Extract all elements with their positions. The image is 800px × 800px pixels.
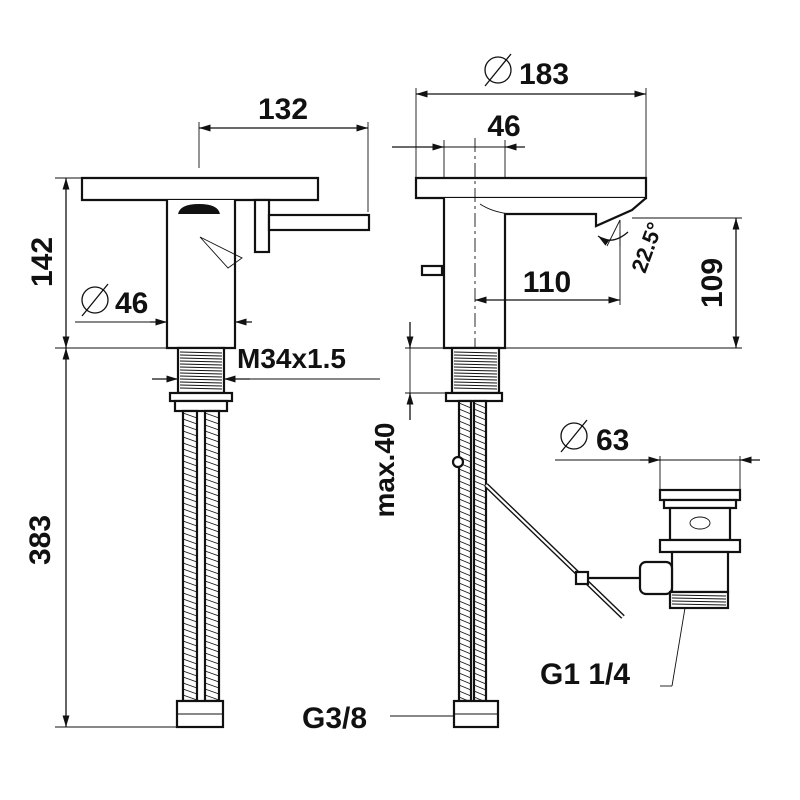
dim-thread: M34x1.5 [237, 343, 346, 374]
dim-rosette-diameter: 183 [519, 58, 569, 91]
diameter-icon [81, 286, 109, 314]
front-top-plate [414, 176, 648, 200]
dim-spout-angle: 22.5° [626, 219, 667, 276]
angle-arc [597, 231, 629, 246]
front-hoses [457, 399, 488, 703]
dim-body-diameter-side: 46 [115, 287, 148, 320]
side-washer [173, 399, 229, 413]
side-lever-stem [253, 198, 271, 254]
side-cartridge [178, 204, 220, 214]
dim-outlet-height: 109 [696, 258, 729, 308]
side-nut [168, 391, 234, 403]
front-spout-curve [479, 203, 511, 215]
dim-waste-thread: G1 1/4 [540, 658, 630, 691]
dim-spout-reach: 132 [258, 93, 308, 126]
side-top-plate [80, 176, 320, 202]
waste-fitting [638, 488, 742, 610]
front-knob [420, 264, 444, 277]
dim-body-diameter-front: 46 [487, 110, 520, 143]
side-lever [267, 213, 371, 232]
dim-total-height: 142 [26, 237, 59, 287]
side-view: 132 142 46 M34x1.5 383 [24, 93, 380, 729]
front-view: 183 46 110 109 22.5° max.40 [302, 53, 760, 735]
side-body [165, 200, 237, 350]
side-hoses [181, 409, 221, 703]
side-thread [176, 346, 226, 395]
dim-max-deck: max.40 [369, 423, 400, 518]
front-nut [444, 391, 504, 403]
side-spout [199, 236, 243, 269]
dim-hose-connection: G3/8 [302, 702, 367, 735]
dim-waste-diameter: 63 [596, 424, 629, 457]
front-clip [451, 455, 465, 469]
dim-outlet-reach: 110 [523, 266, 571, 299]
dim-hose-length: 383 [24, 515, 57, 565]
